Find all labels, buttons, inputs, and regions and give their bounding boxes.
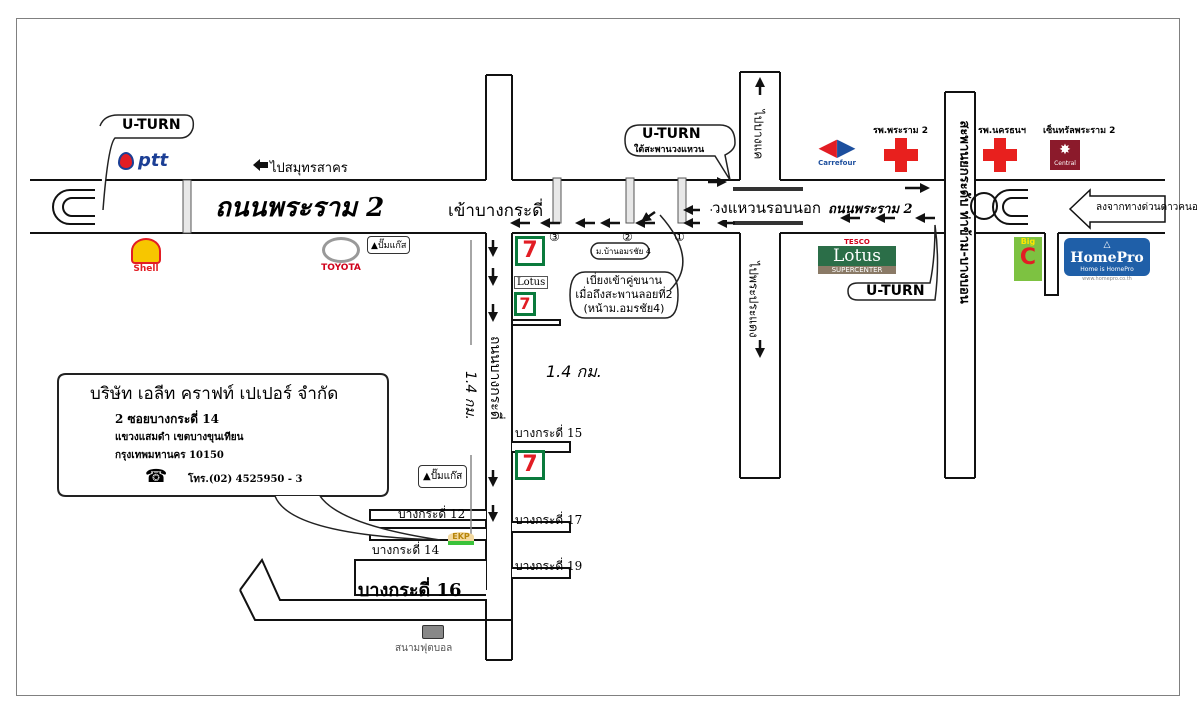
- central-logo: ✸ Central: [1050, 140, 1080, 170]
- hospital-nakhon-label: รพ.นครธนฯ: [978, 126, 1026, 136]
- footbridges: [182, 177, 687, 234]
- soi-14-label: บางกระดี่ 14: [372, 543, 440, 557]
- seven-eleven-icon: 7: [514, 292, 536, 316]
- seven-eleven-icon: 7: [515, 450, 545, 480]
- bang-kradi-road: [485, 74, 513, 180]
- uturn-right-label: U-TURN: [866, 283, 925, 299]
- tesco-lotus-logo: TESCO Lotus SUPERCENTER: [818, 238, 896, 274]
- gas-station-top: ▲ปั๊มแก๊ส: [367, 236, 411, 254]
- elevated-bridge-road: [944, 91, 976, 479]
- outer-ring-road: [739, 71, 781, 479]
- bang-kradi-road-label: ถนนบางกระดี่: [487, 336, 503, 420]
- company-address-1: 2 ซอยบางกระดี่ 14: [115, 412, 219, 426]
- callouts: [99, 114, 939, 319]
- ptt-logo: ptt: [118, 150, 168, 171]
- toyota-icon: [322, 237, 360, 263]
- carrefour-logo: ◀▶ Carrefour: [812, 135, 862, 167]
- shell-icon: [131, 238, 161, 264]
- to-samut-sakhon-label: ไปสมุทรสาคร: [270, 161, 348, 176]
- company-phone: โทร.(02) 4525950 - 3: [188, 474, 303, 485]
- company-address-2: แขวงแสมดำ เขตบางขุนเทียน: [115, 432, 244, 443]
- callout-line-3: (หน้าม.อมรชัย4): [583, 302, 665, 315]
- uturn-left-symbol: [52, 189, 95, 225]
- uturn-center-label: U-TURN: [642, 126, 701, 142]
- from-expressway-label: ลงจากทางด่วนดาวคนอง: [1096, 202, 1198, 213]
- house-icon: △: [1103, 240, 1111, 250]
- expressway-arrow: [1068, 188, 1166, 230]
- distance-center-label: 1.4 กม.: [546, 362, 602, 381]
- ekp-logo: EKP: [448, 532, 474, 545]
- bridge-3-number: ③: [549, 230, 560, 244]
- red-cross-icon: [983, 138, 1017, 172]
- shell-logo: Shell: [128, 238, 164, 274]
- to-bang-khae-label: ไปบางแค: [751, 109, 766, 160]
- flame-icon: ▲: [371, 241, 378, 251]
- lotus-small-label: Lotus: [514, 276, 549, 289]
- uturn-right-symbol: [970, 189, 1028, 225]
- hospital-rama2-label: รพ.พระราม 2: [873, 126, 929, 136]
- seven-eleven-icon: 7: [515, 236, 545, 266]
- soi-16-label: บางกระดี่ 16: [358, 580, 462, 601]
- soi-19-label: บางกระดี่ 19: [515, 559, 583, 573]
- bridge-1-number: ①: [674, 230, 685, 244]
- bigc-icon: C: [1019, 245, 1037, 270]
- football-field-label: สนามฟุตบอล: [395, 643, 453, 654]
- ptt-flame-icon: [118, 151, 134, 170]
- flame-icon: ▲: [423, 471, 431, 482]
- company-address-3: กรุงเทพมหานคร 10150: [115, 450, 224, 461]
- traffic-arrows: [488, 77, 935, 522]
- map-frame: [16, 18, 1180, 696]
- callout-line-1: เบี่ยงเข้าคู่ขนาน: [585, 274, 663, 287]
- company-name: บริษัท เอลีท คราฟท์ เปเปอร์ จำกัด: [90, 384, 339, 404]
- bigc-logo: Big C: [1014, 237, 1042, 281]
- outer-ring-label: วงแหวนรอบนอก: [712, 196, 821, 220]
- uturn-center-sublabel: ใต้สะพานวงแหวน: [634, 145, 705, 155]
- village-label: ม.บ้านอมรชัย 4: [596, 247, 651, 256]
- phone-icon: ☎: [145, 466, 168, 487]
- homepro-logo: △ HomePro Home is HomePro www.homepro.co…: [1064, 238, 1150, 282]
- enter-bang-kradi-label: เข้าบางกระดี่: [448, 201, 544, 221]
- central-label: เซ็นทรัลพระราม 2: [1043, 126, 1116, 136]
- bridge-2-number: ②: [622, 230, 633, 244]
- arrow-to-samut-sakhon: [253, 159, 268, 171]
- distance-vertical-label: 1.4 กม.: [462, 371, 478, 420]
- main-road-label-left: ถนนพระราม 2: [215, 193, 385, 223]
- toyota-logo: TOYOTA: [316, 237, 366, 273]
- carrefour-icon: ◀▶: [818, 133, 856, 161]
- to-phra-pradaeng-label: ไปพระประแดง: [746, 261, 761, 338]
- soi-17-label: บางกระดี่ 17: [515, 513, 583, 527]
- soi-15-label: บางกระดี่ 15: [515, 426, 583, 440]
- roads: [30, 71, 1166, 661]
- red-cross-icon: [884, 138, 918, 172]
- company-box: [57, 373, 441, 541]
- football-field-icon: [422, 625, 444, 639]
- soi-12-label: บางกระดี่ 12: [398, 507, 466, 521]
- uturn-left-label: U-TURN: [122, 117, 181, 133]
- gas-station-bottom: ▲ปั๊มแก๊ส: [418, 465, 468, 488]
- callout-text: เบี่ยงเข้าคู่ขนาน เมื่อถึงสะพานลอยที่2 (…: [565, 274, 683, 316]
- main-road-label-right: ถนนพระราม 2: [828, 202, 913, 217]
- callout-line-2: เมื่อถึงสะพานลอยที่2: [575, 288, 673, 301]
- elevated-bridge-label: สะพานยกระดับ ท่าข้าม-บางบอน: [956, 120, 972, 304]
- central-icon: ✸: [1059, 142, 1071, 158]
